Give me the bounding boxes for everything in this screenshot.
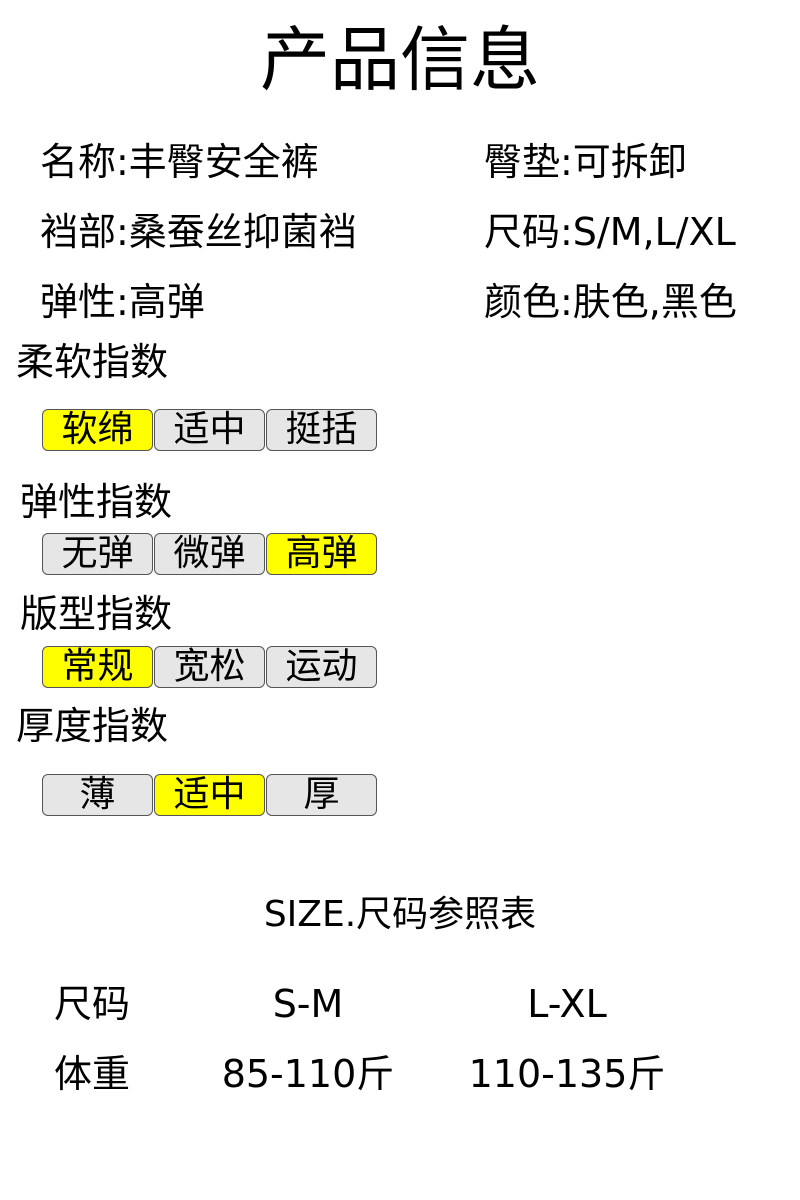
weight-label: 体重 — [54, 1052, 131, 1096]
elasticity-index-title: 弹性指数 — [20, 480, 173, 524]
size-header-label: 尺码 — [54, 982, 131, 1026]
page-title: 产品信息 — [260, 19, 540, 101]
option-medium-thickness: 适中 — [154, 774, 265, 816]
info-name: 名称:丰臀安全裤 — [40, 140, 319, 184]
info-elasticity: 弹性:高弹 — [40, 280, 205, 324]
softness-index-title: 柔软指数 — [16, 340, 169, 384]
info-size: 尺码:S/M,L/XL — [484, 210, 736, 254]
thickness-index-title: 厚度指数 — [16, 704, 169, 748]
size-header-s-m: S-M — [272, 982, 344, 1026]
info-crotch: 裆部:桑蚕丝抑菌裆 — [40, 210, 357, 254]
fit-options: 常规 宽松 运动 — [42, 646, 377, 688]
option-soft: 软绵 — [42, 409, 153, 451]
option-thick: 厚 — [266, 774, 377, 816]
fit-index-title: 版型指数 — [20, 592, 173, 636]
elasticity-options: 无弹 微弹 高弹 — [42, 533, 377, 575]
option-regular: 常规 — [42, 646, 153, 688]
option-high-stretch: 高弹 — [266, 533, 377, 575]
size-chart-title: SIZE.尺码参照表 — [263, 894, 537, 935]
weight-s-m: 85-110斤 — [221, 1052, 395, 1096]
option-thin: 薄 — [42, 774, 153, 816]
info-pad: 臀垫:可拆卸 — [484, 140, 687, 184]
option-sport: 运动 — [266, 646, 377, 688]
option-no-stretch: 无弹 — [42, 533, 153, 575]
softness-options: 软绵 适中 挺括 — [42, 409, 377, 451]
option-slight-stretch: 微弹 — [154, 533, 265, 575]
size-header-l-xl: L-XL — [527, 982, 607, 1026]
weight-l-xl: 110-135斤 — [468, 1052, 666, 1096]
info-color: 颜色:肤色,黑色 — [484, 280, 737, 324]
option-firm: 挺括 — [266, 409, 377, 451]
option-loose: 宽松 — [154, 646, 265, 688]
thickness-options: 薄 适中 厚 — [42, 774, 377, 816]
option-medium: 适中 — [154, 409, 265, 451]
